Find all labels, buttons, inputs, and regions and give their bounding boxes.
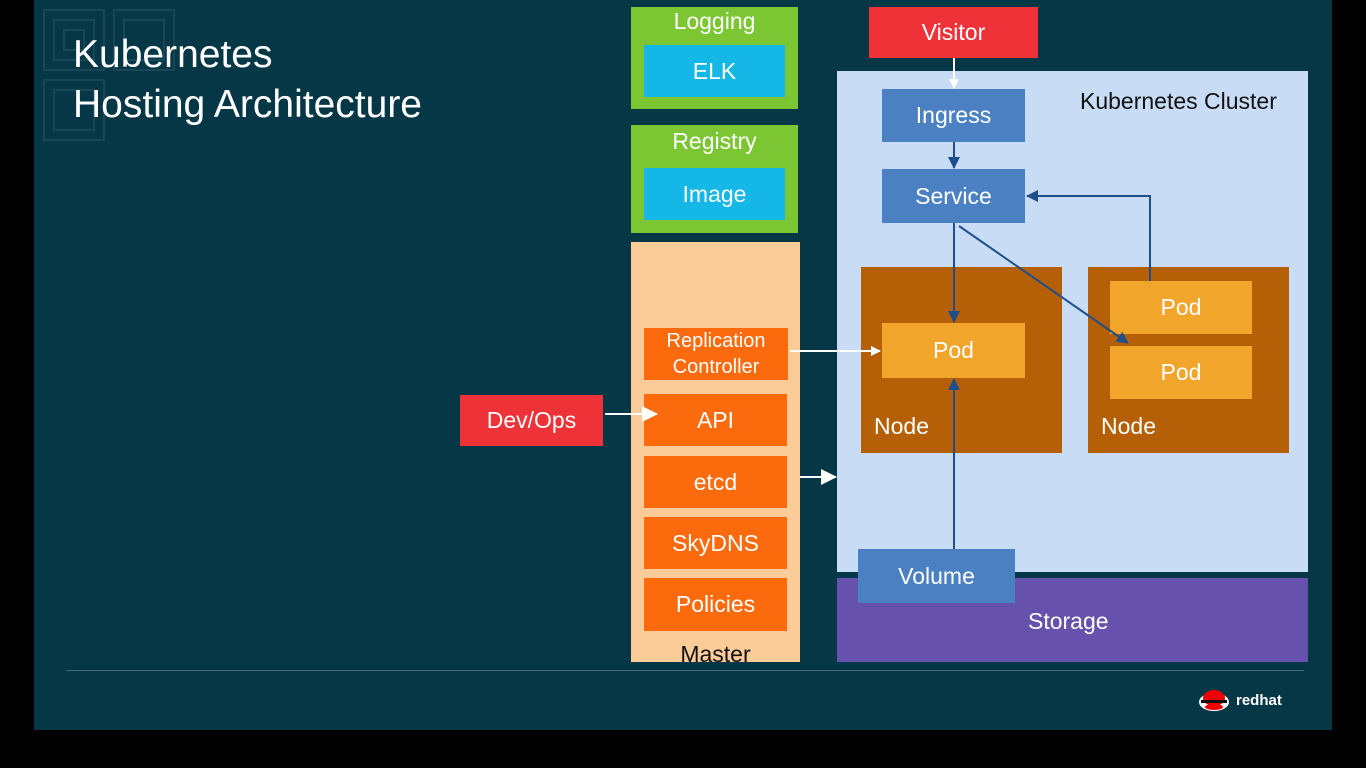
footer-rule — [66, 670, 1304, 671]
image-box: Image — [644, 168, 785, 220]
node-2-pod-1: Pod — [1110, 281, 1252, 334]
slide-title: Kubernetes Hosting Architecture — [73, 30, 422, 130]
api-box: API — [644, 394, 787, 446]
slide: Kubernetes Hosting Architecture Logging … — [34, 0, 1332, 730]
logging-header: Logging — [673, 8, 756, 34]
cluster-label: Kubernetes Cluster — [1080, 88, 1277, 114]
node-2-label: Node — [1101, 413, 1156, 439]
policies-box: Policies — [644, 578, 787, 631]
replication-controller-box: Replication Controller — [644, 328, 788, 380]
skydns-box: SkyDNS — [644, 517, 787, 569]
node-1-label: Node — [874, 413, 929, 439]
storage-label: Storage — [1028, 608, 1109, 634]
decorative-pattern — [43, 9, 175, 141]
redhat-logo-text: redhat — [1236, 691, 1282, 709]
volume-box: Volume — [858, 549, 1015, 603]
ingress-box: Ingress — [882, 89, 1025, 142]
connector-arrows — [605, 58, 1151, 549]
master-label: Master — [680, 641, 751, 667]
elk-box: ELK — [644, 45, 785, 97]
node-1-pod: Pod — [882, 323, 1025, 378]
title-line-2: Hosting Architecture — [73, 83, 423, 126]
service-box: Service — [882, 169, 1025, 223]
service-to-node2-pod-arrow — [958, 225, 1129, 344]
devops-box: Dev/Ops — [460, 395, 603, 446]
redhat-shadowman-icon — [1199, 690, 1229, 711]
registry-header: Registry — [672, 128, 757, 154]
title-line-1: Kubernetes — [73, 33, 273, 76]
node2-pod-to-service-arrow — [1026, 190, 1151, 281]
etcd-box: etcd — [644, 456, 787, 508]
node-2-pod-2: Pod — [1110, 346, 1252, 399]
redhat-logo: redhat — [1198, 688, 1282, 712]
visitor-box: Visitor — [869, 7, 1038, 58]
